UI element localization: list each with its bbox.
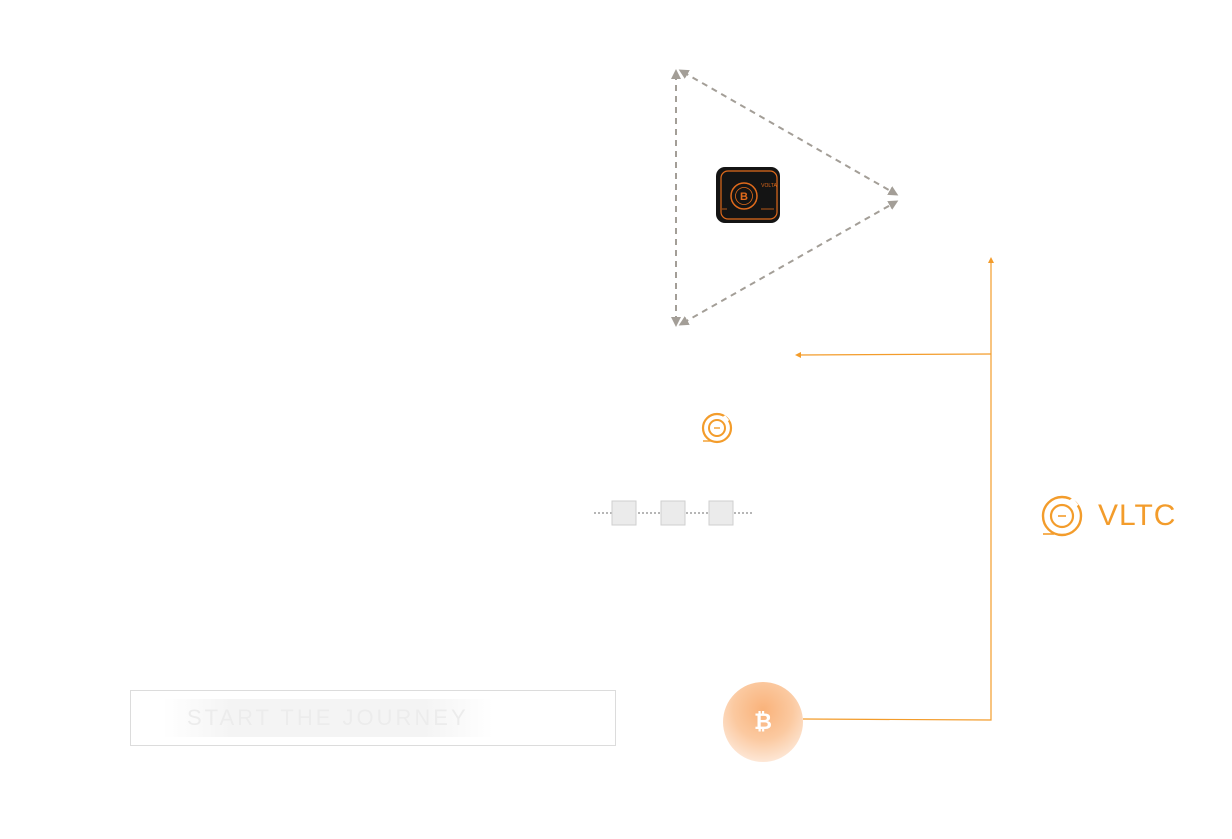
- blockchain-icon: [594, 500, 752, 526]
- bitcoin-coin-icon: ₿: [723, 682, 803, 762]
- arrow-top-diagonal: [678, 69, 899, 196]
- block-3: [708, 500, 734, 526]
- vltc-logo: VLTC: [1040, 494, 1176, 538]
- vltc-small-icon: [701, 412, 733, 444]
- hardware-wallet-icon: B VOLTA: [716, 167, 780, 223]
- triangle-arrows: [671, 69, 899, 327]
- flow-line-branch: [795, 351, 992, 358]
- device-screen-label: VOLTA: [761, 183, 777, 189]
- flow-line-main: [802, 257, 994, 721]
- start-journey-label: START THE JOURNEY: [163, 699, 493, 737]
- device-coin-symbol: B: [740, 191, 748, 203]
- vltc-logo-label: VLTC: [1098, 499, 1177, 532]
- start-journey-button[interactable]: START THE JOURNEY: [130, 690, 616, 746]
- block-1: [611, 500, 637, 526]
- coin-glyph: ₿: [754, 709, 772, 734]
- block-2: [660, 500, 686, 526]
- orange-flow: [795, 257, 994, 721]
- arrow-bottom-diagonal: [678, 200, 899, 326]
- vltc-logo-icon: [1041, 495, 1083, 537]
